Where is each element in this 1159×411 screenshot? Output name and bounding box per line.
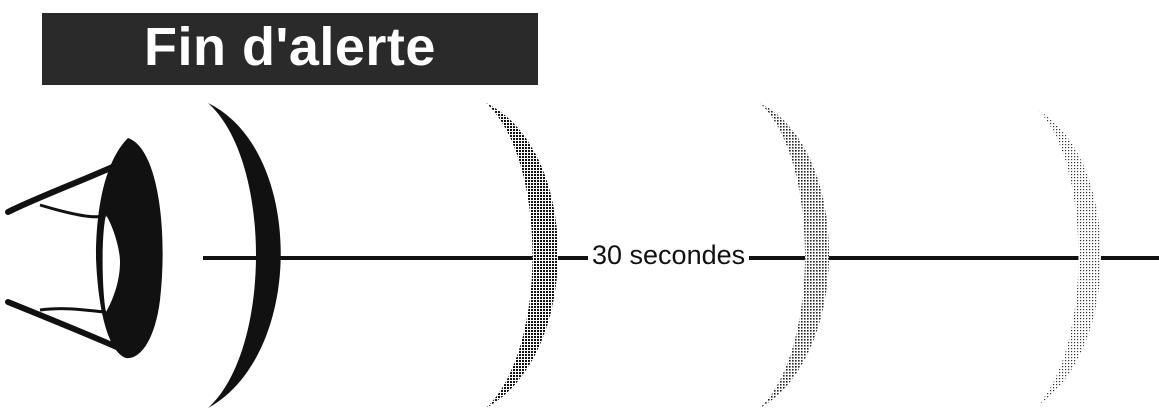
sound-wave-arc-2 bbox=[486, 103, 558, 408]
sound-wave-arc-3 bbox=[760, 103, 829, 408]
eye-icon bbox=[8, 138, 163, 358]
duration-label: 30 secondes bbox=[588, 240, 749, 271]
sound-wave-arc-1 bbox=[208, 103, 281, 408]
